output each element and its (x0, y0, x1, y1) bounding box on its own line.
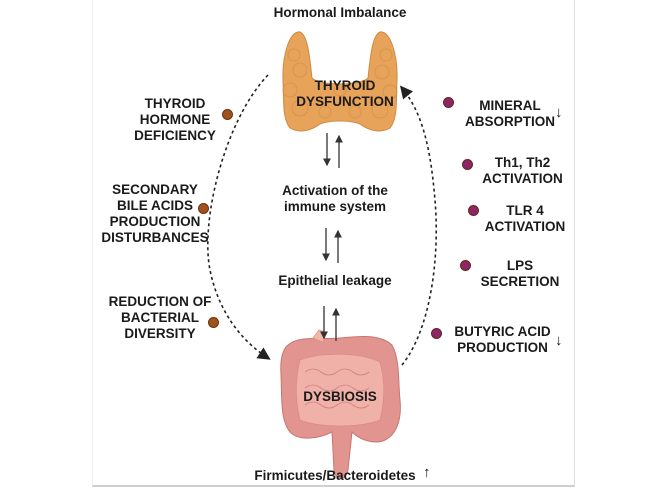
factor-line: PRODUCTION (109, 214, 201, 229)
bidirectional-arrows-1 (323, 133, 343, 168)
left-factor-bacterial-diversity: REDUCTION OF BACTERIAL DIVERSITY (100, 294, 220, 342)
step-line: Activation of the (282, 183, 388, 198)
factor-line: DISTURBANCES (101, 230, 209, 245)
purple-bullet-icon (462, 159, 473, 170)
factor-line: Th1, Th2 (494, 155, 551, 170)
left-dashed-arrow (207, 74, 271, 360)
hormonal-imbalance-title: Hormonal Imbalance (273, 5, 407, 20)
purple-bullet-icon (431, 328, 442, 339)
left-factor-bile-acids: SECONDARY BILE ACIDS PRODUCTION DISTURBA… (100, 182, 210, 246)
purple-bullet-icon (468, 205, 479, 216)
factor-line: ABSORPTION (464, 114, 555, 129)
bidirectional-arrows-2 (322, 228, 342, 263)
brown-bullet-icon (198, 203, 209, 214)
step-line: immune system (283, 199, 387, 214)
factor-line: DEFICIENCY (134, 128, 216, 143)
decrease-arrow-icon: ↓ (555, 104, 563, 121)
factor-line: SECONDARY (112, 182, 198, 197)
factor-line: THYROID (144, 96, 206, 111)
right-factor-th1-th2: Th1, Th2 ACTIVATION (475, 155, 570, 187)
intestine-icon (280, 329, 401, 479)
thyroid-label: THYROID DYSFUNCTION (290, 78, 400, 110)
thyroid-label-line2: DYSFUNCTION (296, 94, 394, 109)
thyroid-label-line1: THYROID (314, 78, 376, 93)
factor-line: PRODUCTION (457, 340, 548, 355)
decrease-arrow-icon: ↓ (555, 332, 563, 349)
brown-bullet-icon (222, 109, 233, 120)
figure-frame (92, 0, 575, 487)
right-factor-lps: LPS SECRETION (470, 258, 570, 290)
firmicutes-bacteroidetes-label: Firmicutes/Bacteroidetes (254, 468, 416, 483)
factor-line: BUTYRIC ACID (454, 324, 551, 339)
right-factor-butyric-acid: BUTYRIC ACID PRODUCTION (450, 324, 555, 356)
increase-arrow-icon: ↑ (423, 464, 431, 481)
thyroid-gland-icon (282, 31, 398, 132)
brown-bullet-icon (208, 317, 219, 328)
factor-line: SECRETION (480, 274, 560, 289)
immune-activation-step: Activation of the immune system (270, 183, 400, 215)
purple-bullet-icon (460, 260, 471, 271)
factor-line: BILE ACIDS (116, 198, 193, 213)
factor-line: ACTIVATION (484, 219, 566, 234)
factor-line: BACTERIAL (121, 310, 199, 325)
factor-line: TLR 4 (506, 203, 544, 218)
factor-line: REDUCTION OF (108, 294, 212, 309)
right-dashed-arrow (399, 85, 438, 366)
purple-bullet-icon (443, 97, 454, 108)
right-factor-tlr4: TLR 4 ACTIVATION (480, 203, 570, 235)
dysbiosis-label: DYSBIOSIS (303, 389, 377, 404)
factor-line: HORMONE (139, 112, 211, 127)
factor-line: DIVERSITY (124, 326, 196, 341)
factor-line: LPS (506, 258, 534, 273)
left-factor-thyroid-hormone-deficiency: THYROID HORMONE DEFICIENCY (125, 96, 225, 144)
factor-line: ACTIVATION (482, 171, 563, 186)
factor-line: MINERAL (479, 98, 541, 113)
right-factor-mineral-absorption: MINERAL ABSORPTION (455, 98, 565, 130)
bidirectional-arrows-3 (320, 306, 340, 341)
epithelial-leakage-step: Epithelial leakage (278, 273, 392, 288)
